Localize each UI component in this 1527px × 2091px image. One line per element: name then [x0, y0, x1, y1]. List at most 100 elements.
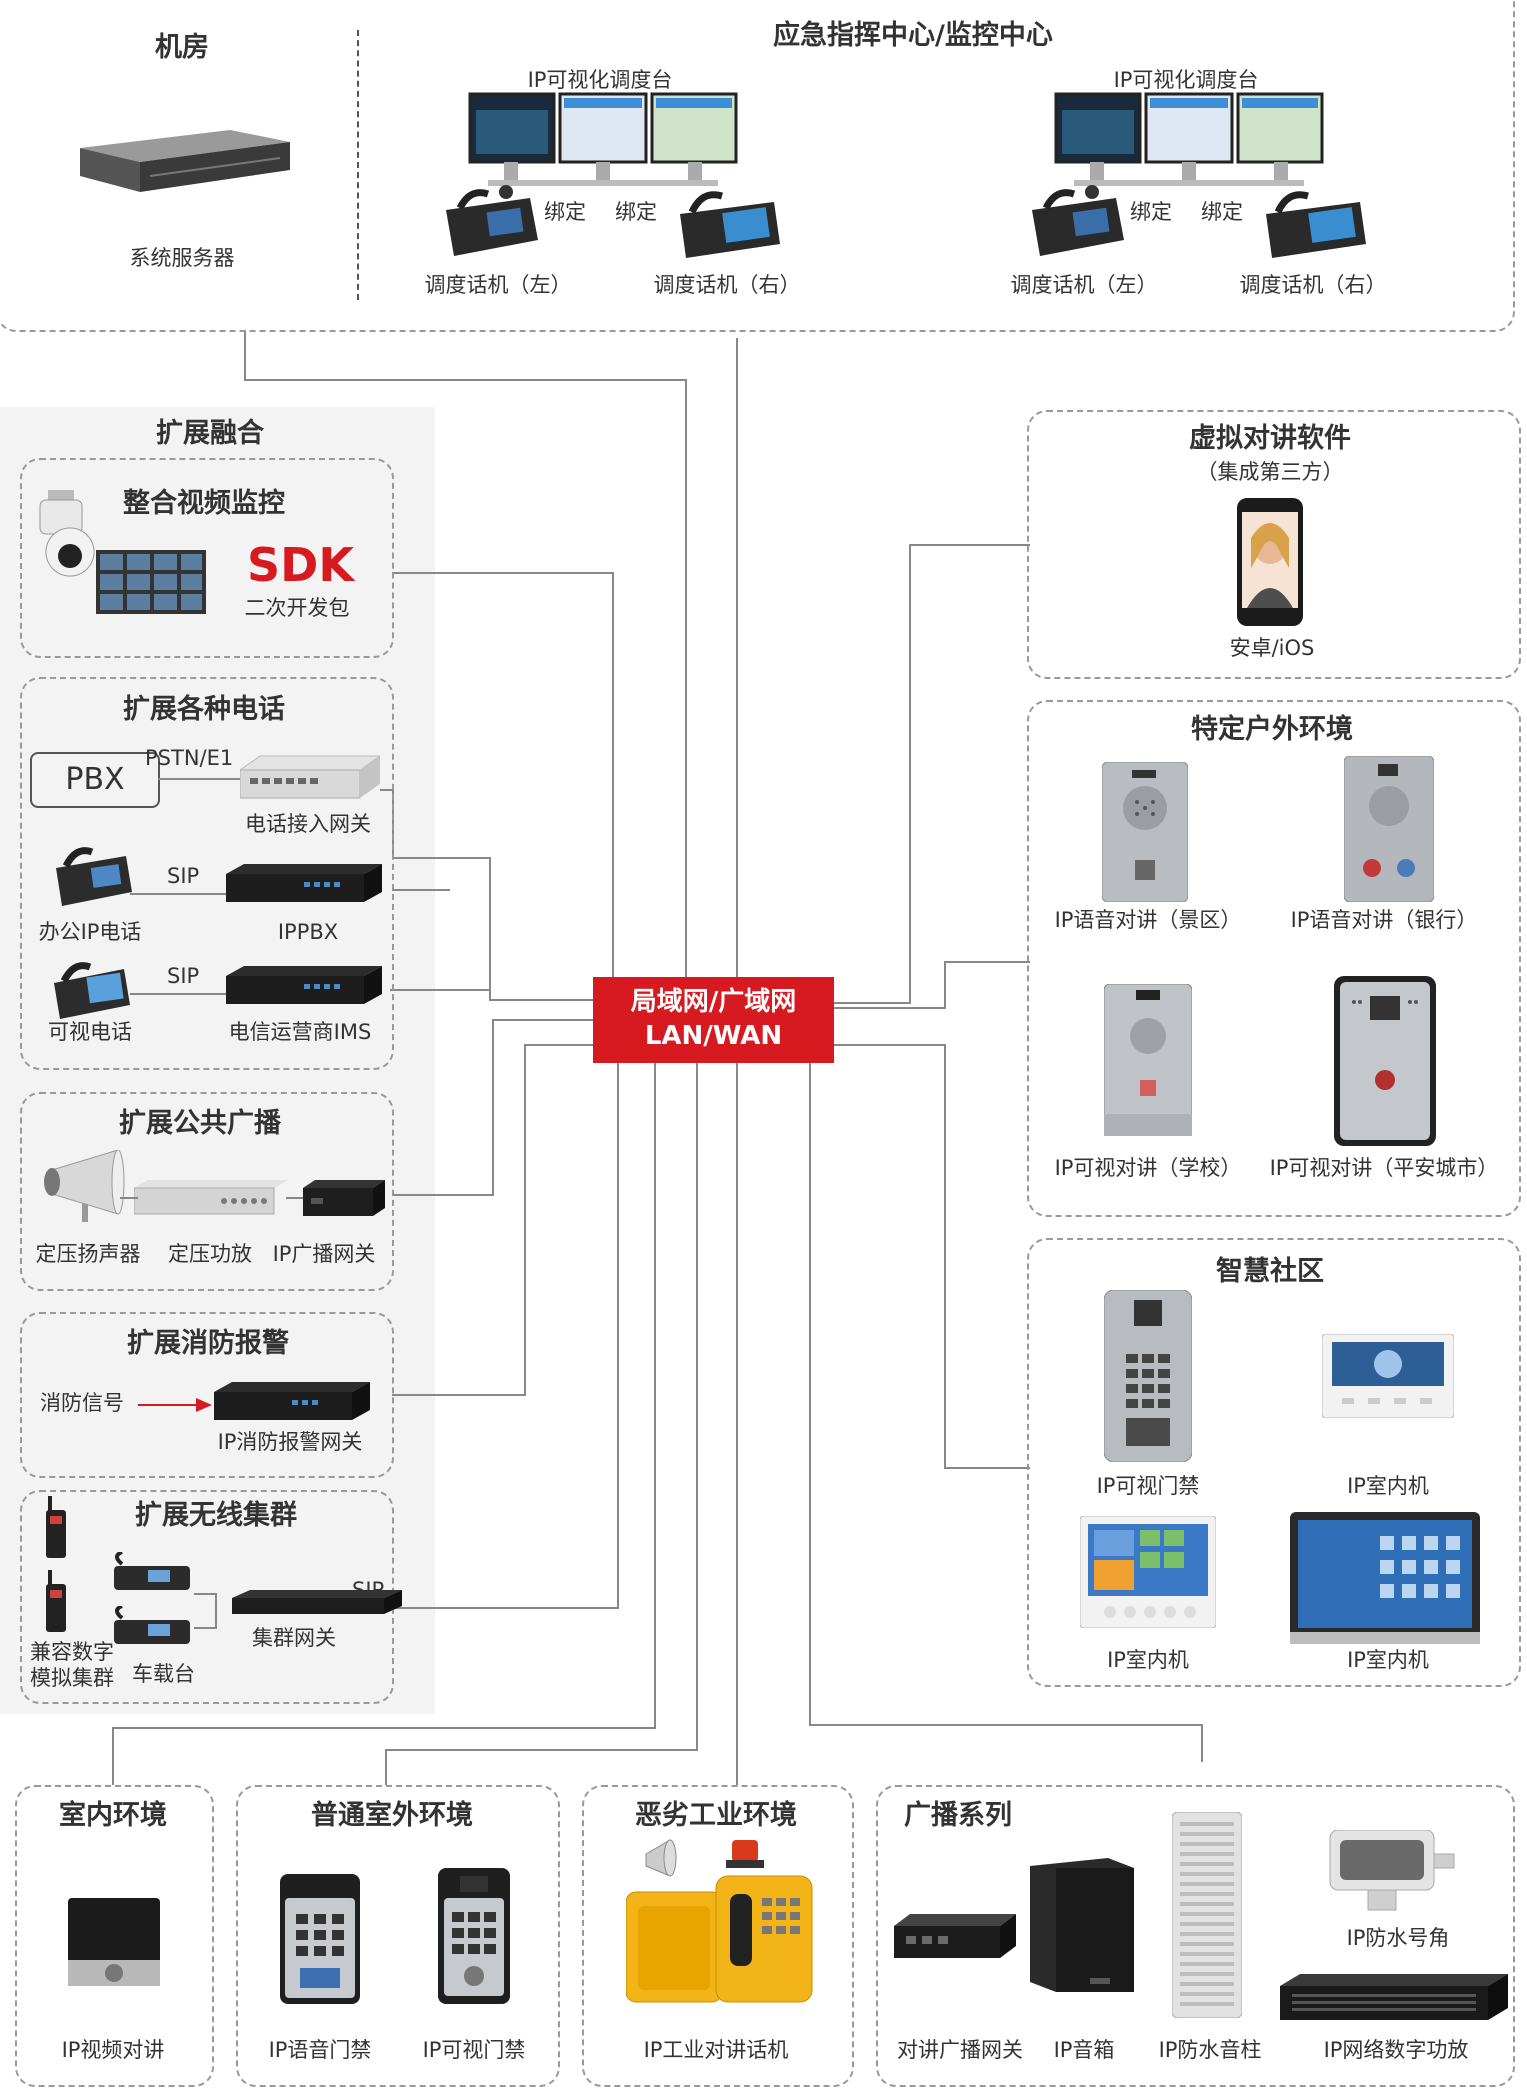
wire-outdoor — [834, 961, 1030, 1009]
intercom-broadcast-gateway-icon — [894, 1914, 1016, 1958]
machine-room-title: 机房 — [155, 32, 209, 63]
broadcast-item1-label: 对讲广播网关 — [897, 2038, 1023, 2062]
amp-label: 定压功放 — [168, 1242, 252, 1266]
wire-bottom-indoor — [112, 1063, 656, 1785]
broadcast-item3-label: IP防水音柱 — [1158, 2038, 1262, 2062]
gateway-label: 电话接入网关 — [245, 812, 371, 836]
ptz-camera-icon — [39, 490, 95, 577]
wire-wireless — [392, 1063, 619, 1609]
broadcast-gateway-label: IP广播网关 — [272, 1242, 376, 1266]
car-radio-icon-1 — [114, 1552, 190, 1590]
trunk-gateway-label: 集群网关 — [252, 1626, 336, 1650]
community-item3-label: IP室内机 — [1107, 1648, 1189, 1672]
handheld-radio-icon-2 — [46, 1570, 66, 1632]
top-panel — [0, 0, 1515, 332]
digital-amplifier-icon — [1280, 1974, 1508, 2020]
indoor-item-label: IP视频对讲 — [61, 2038, 165, 2062]
video-panel — [20, 458, 394, 658]
video-phone-icon — [54, 962, 130, 1019]
outdoor-item1-label: IP语音对讲（景区） — [1054, 908, 1242, 932]
line-pbx-gateway — [158, 778, 242, 780]
broadcast-item4-label: IP防水号角 — [1346, 1926, 1450, 1950]
command-center-title: 应急指挥中心/监控中心 — [773, 20, 1053, 51]
dispatch-phone-left-icon-1 — [446, 185, 538, 256]
fire-gateway-label: IP消防报警网关 — [217, 1430, 363, 1454]
broadcast-series-panel — [876, 1785, 1515, 2087]
bind-left-2: 绑定 — [1130, 200, 1172, 224]
wire-virtual — [834, 544, 1030, 1004]
ims-icon — [226, 966, 382, 1004]
ims-label: 电信运营商IMS — [228, 1020, 372, 1044]
broadcast-item2-label: IP音箱 — [1053, 2038, 1115, 2062]
bind-right-1: 绑定 — [615, 200, 657, 224]
console-label-1: IP可视化调度台 — [527, 68, 673, 92]
phone-right-label-1: 调度话机（右） — [653, 273, 801, 297]
dispatch-console-icon-1 — [468, 92, 738, 186]
dispatch-console-icon-2 — [1054, 92, 1324, 186]
line-amp-gateway — [286, 1197, 306, 1199]
fire-gateway-icon — [214, 1382, 370, 1420]
amplifier-icon — [134, 1180, 288, 1215]
wire-server — [244, 330, 687, 980]
lan-wan-hub: 局域网/广域网 LAN/WAN — [593, 977, 834, 1063]
video-wall-icon — [96, 550, 206, 614]
indoor-title: 室内环境 — [59, 1800, 167, 1831]
virtual-panel — [1027, 410, 1521, 679]
outdoor-special-title: 特定户外环境 — [1191, 714, 1353, 745]
ordinary-outdoor-item1-label: IP语音门禁 — [268, 2038, 372, 2062]
video-intercom-indoor-icon — [68, 1898, 160, 1986]
broadcast-gateway-icon — [303, 1180, 385, 1216]
trunk-gateway-icon — [232, 1590, 402, 1614]
extension-background — [0, 407, 435, 1714]
intercom-bank-icon — [1344, 756, 1434, 902]
video-title: 整合视频监控 — [123, 488, 285, 519]
line-phone-ims — [130, 993, 226, 995]
community-item2-label: IP室内机 — [1347, 1474, 1429, 1498]
video-access-icon — [1104, 1290, 1192, 1462]
broadcast-series-title: 广播系列 — [904, 1800, 1012, 1831]
smartphone-icon — [1237, 498, 1303, 626]
wire-community — [834, 1044, 1030, 1469]
fire-signal-label: 消防信号 — [40, 1391, 124, 1415]
broadcast-item5-label: IP网络数字功放 — [1323, 2038, 1469, 2062]
lan-wan-line2: LAN/WAN — [644, 1021, 783, 1051]
wire-bottom-outdoor — [385, 1063, 698, 1785]
industrial-phone-icon — [626, 1839, 813, 2003]
sip-label-2: SIP — [167, 964, 200, 988]
server-label: 系统服务器 — [129, 246, 235, 270]
pbx-box: PBX — [30, 752, 160, 808]
ordinary-outdoor-item2-label: IP可视门禁 — [422, 2038, 526, 2062]
console-label-2: IP可视化调度台 — [1113, 68, 1259, 92]
video-access-outdoor-icon — [438, 1868, 510, 2004]
phone-left-label-2: 调度话机（左） — [1010, 273, 1158, 297]
lan-wan-line1: 局域网/广域网 — [630, 987, 797, 1017]
phones-title: 扩展各种电话 — [123, 694, 285, 725]
handheld-radio-icon-1 — [46, 1496, 66, 1558]
wire-broadcast — [392, 1019, 593, 1196]
outdoor-item2-label: IP语音对讲（银行） — [1290, 908, 1478, 932]
fire-title: 扩展消防报警 — [127, 1328, 289, 1359]
outdoor-item3-label: IP可视对讲（学校） — [1054, 1156, 1242, 1180]
indoor-panel — [15, 1785, 214, 2087]
line-phone-ippbx — [130, 893, 226, 895]
broadcast-title: 扩展公共广播 — [119, 1108, 281, 1139]
dispatch-phone-right-icon-1 — [680, 191, 780, 258]
industrial-title: 恶劣工业环境 — [635, 1800, 797, 1831]
pstn-label: PSTN/E1 — [145, 746, 234, 770]
sdk-label: SDK — [247, 538, 354, 592]
speaker-label: 定压扬声器 — [35, 1242, 141, 1266]
bind-right-2: 绑定 — [1201, 200, 1243, 224]
server-icon — [80, 130, 290, 192]
wireless-title: 扩展无线集群 — [135, 1500, 297, 1531]
ordinary-outdoor-panel — [236, 1785, 560, 2087]
phone-gateway-icon — [240, 755, 380, 799]
wire-gateway — [380, 789, 593, 1001]
os-label: 安卓/iOS — [1229, 636, 1315, 660]
ippbx-label: IPPBX — [277, 920, 339, 944]
office-phone-icon — [56, 847, 132, 906]
wire-bottom-broadcast — [809, 1063, 1203, 1762]
car-radio-icon-2 — [114, 1606, 190, 1644]
dispatch-phone-right-icon-2 — [1266, 191, 1366, 258]
video-intercom-school-icon — [1104, 984, 1192, 1136]
